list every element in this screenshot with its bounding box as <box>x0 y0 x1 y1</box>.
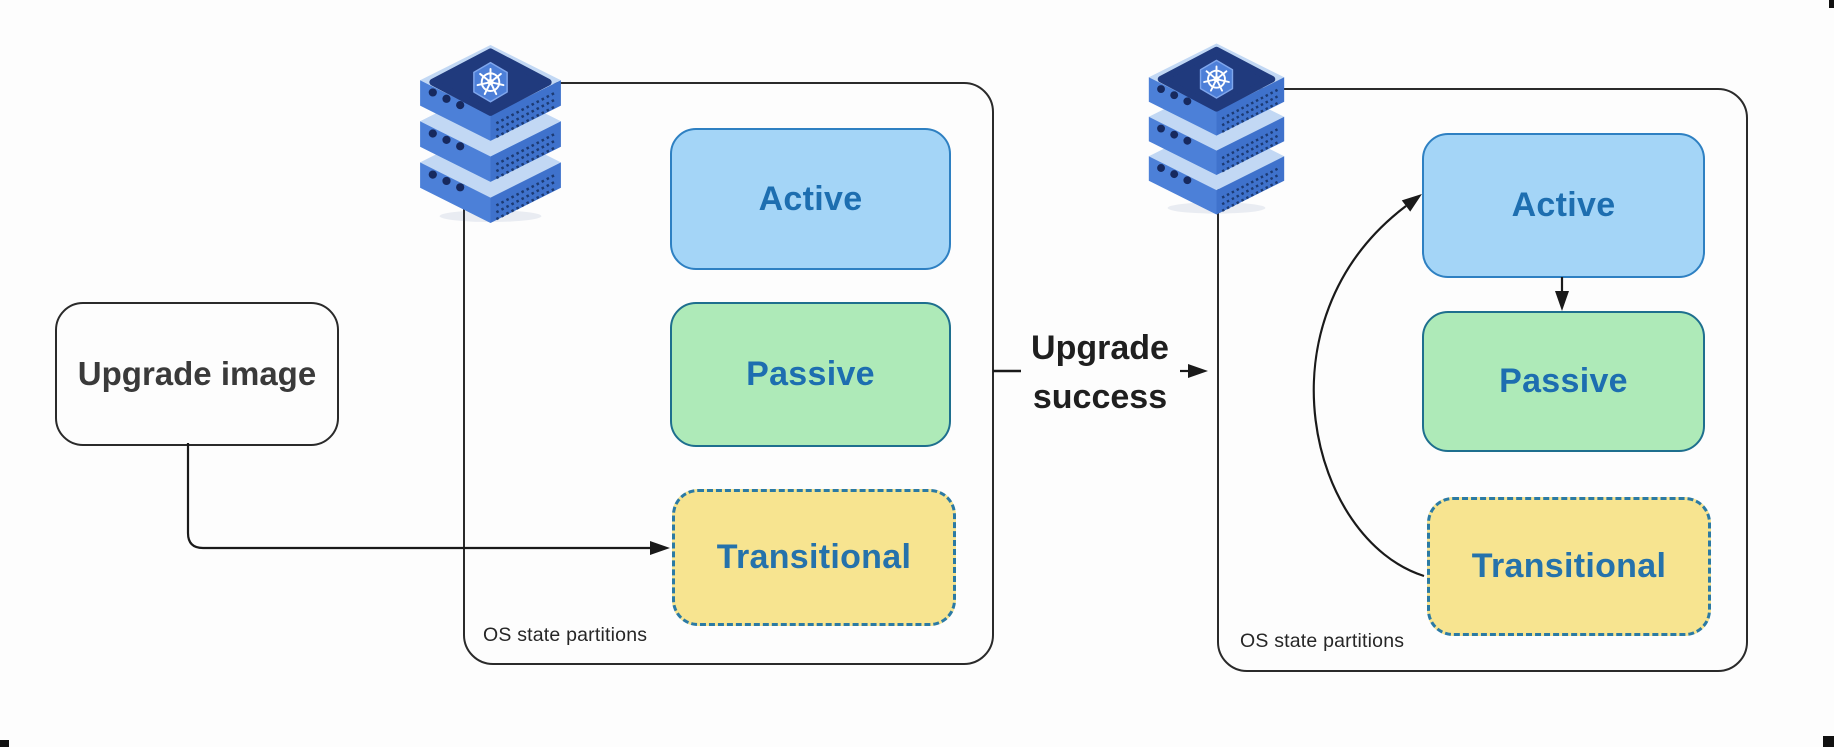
upgrade-image-box: Upgrade image <box>55 302 339 446</box>
upgrade-success-label: Upgrade success <box>1031 329 1169 416</box>
cluster-footer-label-before: OS state partitions <box>483 624 648 646</box>
partition-active-after: Active <box>1422 133 1705 278</box>
partition-label: Passive <box>746 355 875 393</box>
partition-transitional-after: Transitional <box>1427 497 1711 636</box>
cluster-before-frame <box>463 82 994 665</box>
cluster-after-frame <box>1217 88 1748 672</box>
partition-label: Active <box>1511 186 1616 224</box>
upgrade-image-label: Upgrade image <box>77 355 317 392</box>
edge-artifact-mark <box>0 740 9 747</box>
partition-passive-before: Passive <box>670 302 951 447</box>
partition-active-before: Active <box>670 128 951 270</box>
cluster-footer-label-after: OS state partitions <box>1240 630 1405 652</box>
kubernetes-server-stack-icon <box>417 45 564 223</box>
partition-label: Transitional <box>716 538 912 576</box>
partition-label: Transitional <box>1471 547 1667 585</box>
partition-label: Active <box>758 179 863 218</box>
edge-artifact-mark <box>1829 0 1834 8</box>
partition-transitional-before: Transitional <box>672 489 956 626</box>
kubernetes-server-stack-icon <box>1146 43 1287 215</box>
partition-label: Passive <box>1499 362 1628 400</box>
partition-passive-after: Passive <box>1422 311 1705 452</box>
edge-artifact-mark <box>1823 736 1834 747</box>
